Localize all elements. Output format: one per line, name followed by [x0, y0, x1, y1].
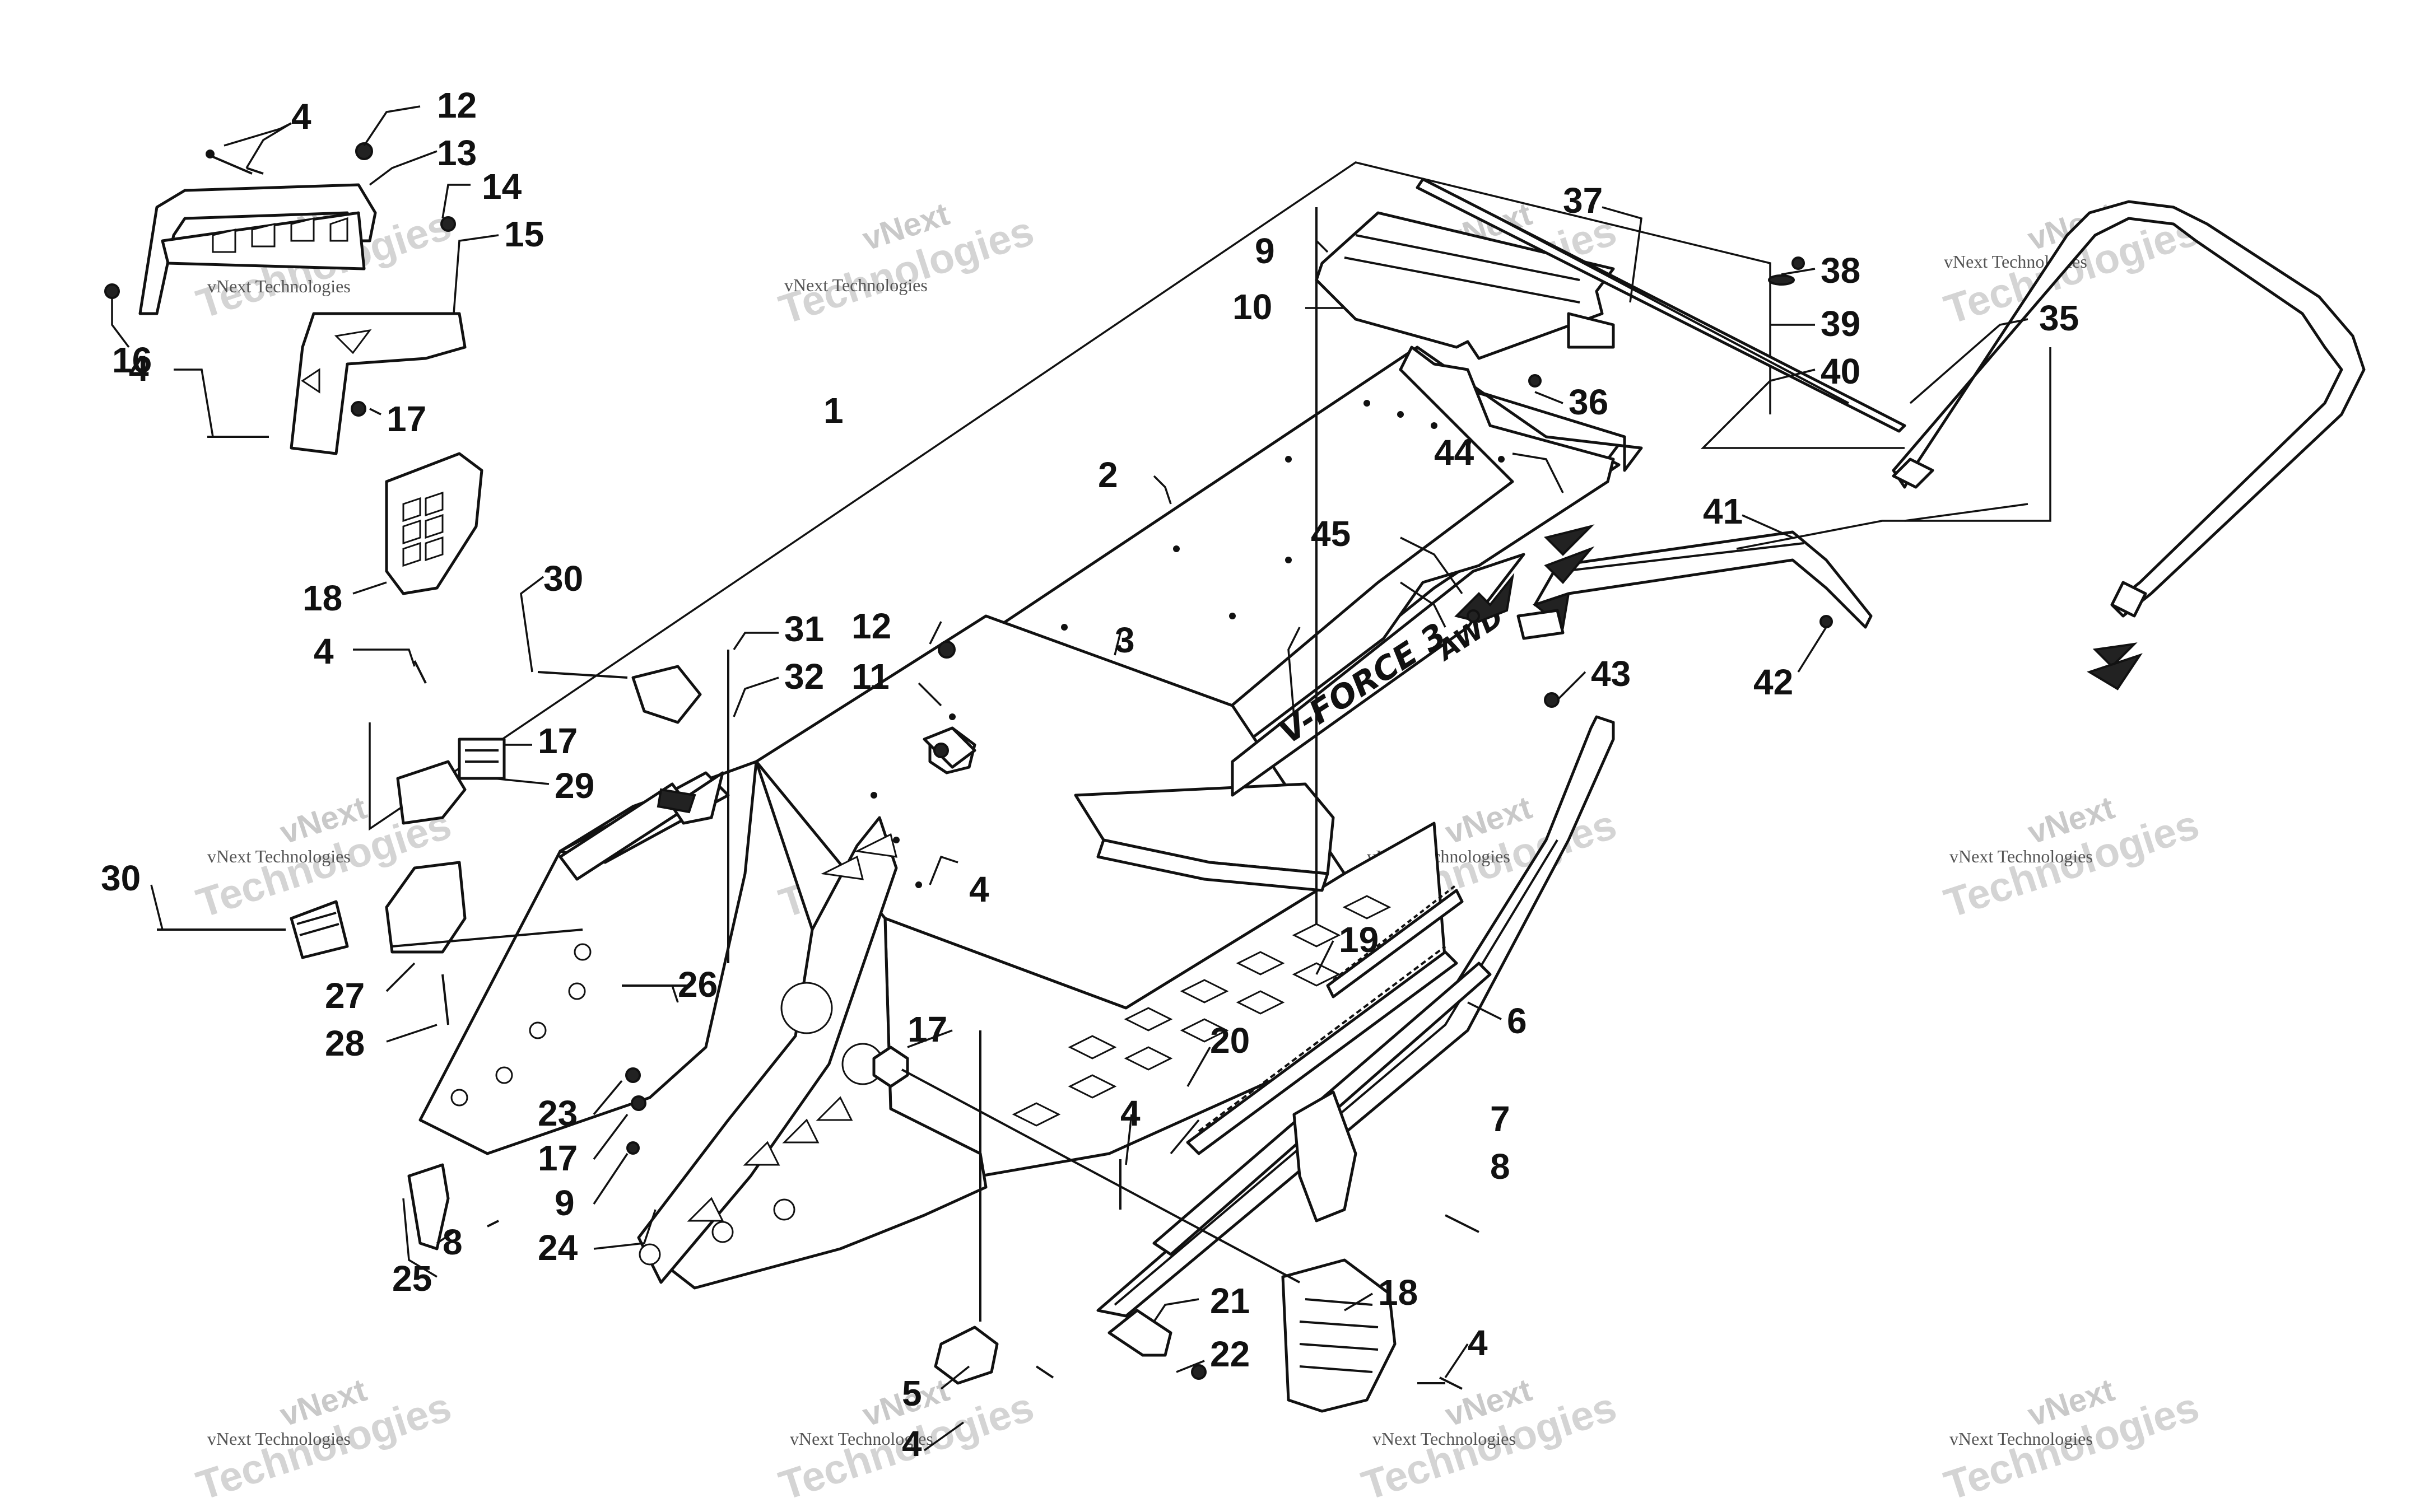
bulkhead-cutouts — [450, 833, 897, 1266]
watermark: vNext Technologies — [774, 195, 1039, 333]
watermark-text: vNext Technologies — [207, 846, 351, 866]
watermark-text: vNext Technologies — [207, 276, 351, 296]
callout-24: 24 — [538, 1228, 578, 1268]
callout-9: 9 — [555, 1183, 575, 1223]
callout-41: 43 — [1591, 654, 1631, 694]
callout-23: 23 — [538, 1093, 578, 1133]
callout-16: 16 — [112, 340, 152, 380]
callout-25: 25 — [392, 1258, 432, 1299]
callout-17: 17 — [908, 1009, 947, 1049]
watermark-text: vNext Technologies — [790, 1429, 933, 1449]
callout-9: 9 — [1255, 231, 1275, 271]
callout-11: 11 — [851, 656, 890, 697]
callout-39: 41 — [1703, 491, 1743, 531]
callout-22: 22 — [1210, 1334, 1250, 1374]
small-brackets — [290, 609, 1565, 1385]
callout-32: 32 — [784, 656, 824, 697]
watermark-text: vNext Technologies — [1949, 846, 2093, 866]
callout-38: 40 — [1821, 351, 1860, 391]
callout-34: 36 — [1569, 382, 1608, 422]
callout-17: 17 — [387, 399, 426, 439]
watermark-text: vNext Technologies — [784, 275, 928, 295]
arrow-icon — [2087, 653, 2143, 690]
callout-18: 18 — [302, 578, 342, 618]
callout-4: 4 — [1120, 1093, 1141, 1133]
snow-flap-strip — [1416, 178, 1906, 433]
watermark-text: vNext Technologies — [207, 1429, 351, 1449]
callout-15: 15 — [504, 214, 544, 254]
watermark-text: vNext Technologies — [1372, 1429, 1516, 1449]
callout-31: 31 — [784, 609, 824, 649]
callout-26: 26 — [678, 964, 718, 1005]
callout-4: 4 — [969, 869, 989, 909]
callout-1: 1 — [823, 390, 844, 431]
rear-bumper-flap — [1532, 524, 1873, 629]
callout-4: 4 — [1468, 1323, 1488, 1363]
callout-42: 44 — [1434, 432, 1474, 473]
callout-40: 42 — [1753, 662, 1793, 702]
callout-19: 19 — [1339, 920, 1379, 960]
callout-28: 28 — [325, 1023, 365, 1063]
hardware-fasteners — [104, 142, 1833, 1390]
callout-10: 10 — [1232, 287, 1272, 327]
callout-36: 38 — [1821, 250, 1860, 291]
watermark-text: vNext Technologies — [1949, 1429, 2093, 1449]
callout-27: 27 — [325, 976, 365, 1016]
callout-8: 8 — [1490, 1146, 1510, 1187]
callout-3: 3 — [1115, 620, 1135, 660]
callout-35: 37 — [1563, 180, 1603, 221]
callout-2: 2 — [1098, 455, 1118, 495]
arrow-icon — [1544, 546, 1595, 584]
callout-37: 39 — [1821, 304, 1860, 344]
track-rail — [1186, 884, 1464, 1155]
callout-8: 8 — [443, 1222, 463, 1262]
callout-leaders — [111, 105, 2051, 1452]
callout-18: 18 — [1378, 1272, 1418, 1313]
callout-12: 12 — [437, 85, 477, 125]
callout-4: 4 — [291, 96, 311, 137]
deck-holes — [871, 400, 1505, 888]
grab-handle — [1892, 200, 2366, 668]
bumper-bracket — [138, 183, 467, 455]
chassis-tunnel — [418, 346, 1643, 1290]
callout-33: 35 — [2039, 298, 2079, 338]
callout-4: 4 — [129, 348, 149, 389]
callout-30: 30 — [101, 858, 141, 898]
callout-7: 7 — [1490, 1099, 1510, 1139]
callout-5: 5 — [902, 1373, 922, 1413]
callout-43: 45 — [1311, 514, 1351, 554]
assembly-bracket — [369, 161, 1771, 831]
callout-4: 4 — [314, 631, 334, 671]
seat-mount-plate — [1315, 211, 1615, 360]
callout-20: 20 — [1210, 1020, 1250, 1061]
callout-14: 14 — [482, 166, 522, 207]
callout-30: 30 — [543, 558, 583, 599]
footrest-plate-left — [385, 452, 483, 595]
callout-4: 4 — [902, 1424, 922, 1464]
callout-17: 17 — [538, 1138, 578, 1178]
callout-6: 6 — [1507, 1001, 1527, 1041]
callout-12: 12 — [851, 606, 891, 646]
callout-13: 13 — [437, 133, 477, 173]
callout-21: 21 — [1210, 1281, 1250, 1321]
direction-arrows — [1544, 546, 2143, 690]
callout-29: 29 — [555, 766, 594, 806]
callout-17: 17 — [538, 721, 578, 761]
callout-labels: 4 12 13 14 15 16 4 17 18 4 30 17 29 30 2… — [101, 85, 2079, 1464]
